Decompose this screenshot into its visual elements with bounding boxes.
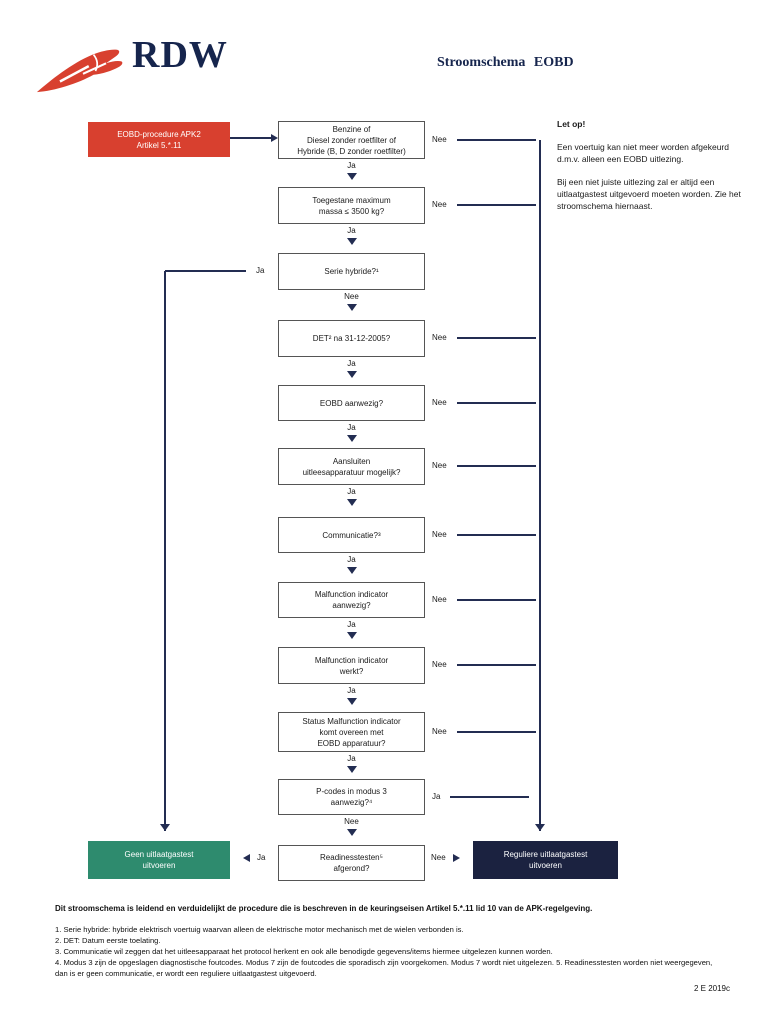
arrow-down-icon <box>346 499 357 506</box>
left-rail-line <box>164 271 166 831</box>
footnote-1: 1. Serie hybride: hybride elektrisch voe… <box>55 925 464 934</box>
flow-step-benzine: Benzine of Diesel zonder roetfilter of H… <box>278 121 425 159</box>
flow-step-status-mi: Status Malfunction indicator komt overee… <box>278 712 425 752</box>
outcome-regular-emission-test: Reguliere uitlaatgastest uitvoeren <box>473 841 618 879</box>
start-node: EOBD-procedure APK2 Artikel 5.*.11 <box>88 122 230 157</box>
down-connector: Ja <box>329 487 374 506</box>
side-connector: Nee <box>432 396 536 410</box>
flow-step-aansluiten: Aansluiten uitleesapparatuur mogelijk? <box>278 448 425 485</box>
side-connector: Nee <box>432 725 536 739</box>
footnote-3: 3. Communicatie wil zeggen dat het uitle… <box>55 947 553 956</box>
side-connector: Nee <box>432 198 536 212</box>
note-paragraph-2: Bij een niet juiste uitlezing zal er alt… <box>557 177 741 211</box>
arrow-down-icon <box>346 829 357 836</box>
note-block: Let op! Een voertuig kan niet meer worde… <box>557 118 751 223</box>
down-connector: Ja <box>329 226 374 245</box>
footnotes: 1. Serie hybride: hybride elektrisch voe… <box>55 924 717 979</box>
side-connector: Nee <box>432 459 536 473</box>
down-connector: Ja <box>329 686 374 705</box>
outcome-no-emission-test: Geen uitlaatgastest uitvoeren <box>88 841 230 879</box>
arrow-right-icon <box>452 854 460 862</box>
down-connector: Nee <box>329 817 374 836</box>
arrow-left-icon <box>243 854 250 862</box>
arrow-down-icon <box>346 304 357 311</box>
flow-step-pcodes: P-codes in modus 3 aanwezig?⁴ <box>278 779 425 815</box>
page-title: Stroomschema EOBD <box>437 55 574 70</box>
down-connector: Ja <box>329 620 374 639</box>
arrow-right-icon <box>271 134 278 142</box>
flow-step-readinesstesten: Readinesstesten⁵ afgerond? <box>278 845 425 881</box>
down-connector: Ja <box>329 359 374 378</box>
right-rail-line <box>539 140 541 831</box>
flow-step-serie-hybride: Serie hybride?¹ <box>278 253 425 290</box>
rdw-logo-icon <box>36 49 123 93</box>
side-connector: Nee <box>432 528 536 542</box>
footnote-2: 2. DET: Datum eerste toelating. <box>55 936 161 945</box>
footnote-4: 4. Modus 3 zijn de opgeslagen diagnostis… <box>55 958 713 978</box>
start-arrow <box>230 134 278 142</box>
arrow-down-icon <box>346 632 357 639</box>
left-branch-connector: Ja <box>165 264 264 278</box>
note-paragraph-1: Een voertuig kan niet meer worden afgeke… <box>557 142 729 164</box>
note-title: Let op! <box>557 119 586 129</box>
arrow-down-icon <box>346 567 357 574</box>
rdw-logotype: RDW <box>132 34 228 76</box>
arrow-down-icon <box>346 238 357 245</box>
flow-step-eobd-aanwezig: EOBD aanwezig? <box>278 385 425 421</box>
down-connector: Ja <box>329 423 374 442</box>
side-connector: Nee <box>432 331 536 345</box>
side-connector: Nee <box>432 593 536 607</box>
down-connector: Ja <box>329 754 374 773</box>
footer-statement: Dit stroomschema is leidend en verduidel… <box>55 904 593 913</box>
flow-step-massa: Toegestane maximum massa ≤ 3500 kg? <box>278 187 425 224</box>
down-connector: Ja <box>329 555 374 574</box>
arrow-down-icon <box>346 766 357 773</box>
document-code: 2 E 2019c <box>693 984 730 993</box>
arrow-down-icon <box>346 435 357 442</box>
flow-step-mi-werkt: Malfunction indicator werkt? <box>278 647 425 684</box>
bottom-left-connector: Ja <box>243 853 265 863</box>
side-connector: Ja <box>432 790 530 804</box>
arrow-down-icon <box>346 173 357 180</box>
arrow-down-icon <box>346 698 357 705</box>
down-connector: Ja <box>329 161 374 180</box>
connector-line <box>230 137 271 139</box>
side-connector: Nee <box>432 133 536 147</box>
flow-step-det: DET² na 31-12-2005? <box>278 320 425 357</box>
bottom-right-connector: Nee <box>431 853 460 863</box>
down-connector: Nee <box>329 292 374 311</box>
flow-step-communicatie: Communicatie?³ <box>278 517 425 553</box>
flow-step-mi-aanwezig: Malfunction indicator aanwezig? <box>278 582 425 618</box>
arrow-down-icon <box>346 371 357 378</box>
side-connector: Nee <box>432 658 536 672</box>
